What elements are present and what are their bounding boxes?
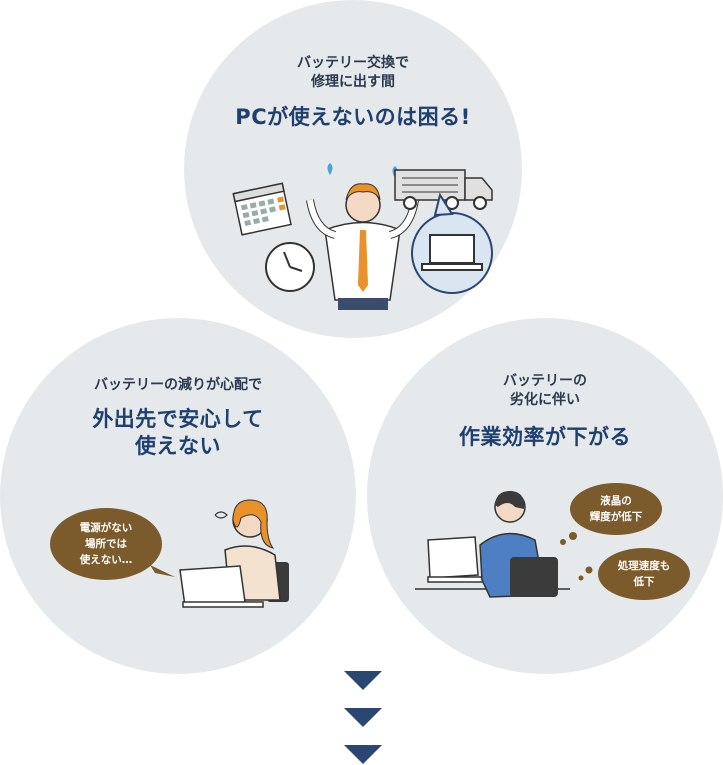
calendar-icon [232, 182, 292, 236]
left-subtitle: バッテリーの減りが心配で [94, 377, 262, 393]
right-bubble2-line2: 低下 [633, 576, 655, 588]
left-headline-line1: 外出先で安心して [92, 407, 264, 431]
left-bubble-tail [150, 565, 175, 577]
right-headline: 作業効率が下がる [459, 425, 631, 449]
left-illustration [179, 499, 289, 608]
clock-icon [265, 242, 315, 292]
triangle-down-icon [344, 745, 382, 764]
laptop-icon [179, 565, 264, 608]
left-speech-bubble: 電源がない 場所では 使えない… [50, 508, 162, 580]
top-subtitle-line1: バッテリー交換で [297, 55, 409, 71]
worried-woman-figure [214, 499, 289, 602]
triangle-down-icon [344, 671, 382, 690]
right-bubble1-line1: 液晶の [600, 495, 632, 507]
top-illustration [232, 163, 493, 310]
right-subtitle: バッテリーの 劣化に伴い [367, 372, 723, 410]
laptop-icon [421, 234, 483, 271]
right-bubble1-line2: 輝度が低下 [589, 511, 643, 523]
right-illustration [415, 490, 570, 598]
left-bubble-line1: 電源がない [79, 522, 133, 534]
right-scenario-circle [367, 318, 723, 674]
working-man-figure [479, 490, 558, 598]
right-subtitle-line1: バッテリーの [503, 373, 587, 389]
top-headline: PCが使えないのは困る! [235, 105, 471, 129]
left-bubble-line2: 場所では [85, 538, 127, 550]
left-bubble-line3: 使えない… [79, 554, 133, 566]
right-subtitle-line2: 劣化に伴い [510, 392, 580, 408]
top-subtitle-line2: 修理に出す間 [311, 74, 395, 90]
left-headline-line2: 使えない [135, 434, 221, 458]
triangle-down-icon [344, 708, 382, 727]
laptop-icon [427, 536, 489, 583]
left-scenario-circle [0, 318, 356, 674]
left-headline: 外出先で安心して 使えない [0, 406, 356, 460]
laptop-thought-bubble [411, 192, 493, 294]
right-bubble2-line1: 処理速度も [617, 560, 671, 572]
thought-dots [560, 532, 593, 581]
right-thought-bubble-speed: 処理速度も 低下 [598, 548, 690, 600]
right-thought-bubble-brightness: 液晶の 輝度が低下 [570, 483, 662, 535]
top-subtitle: バッテリー交換で 修理に出す間 [184, 54, 522, 92]
truck-icon [394, 169, 493, 210]
